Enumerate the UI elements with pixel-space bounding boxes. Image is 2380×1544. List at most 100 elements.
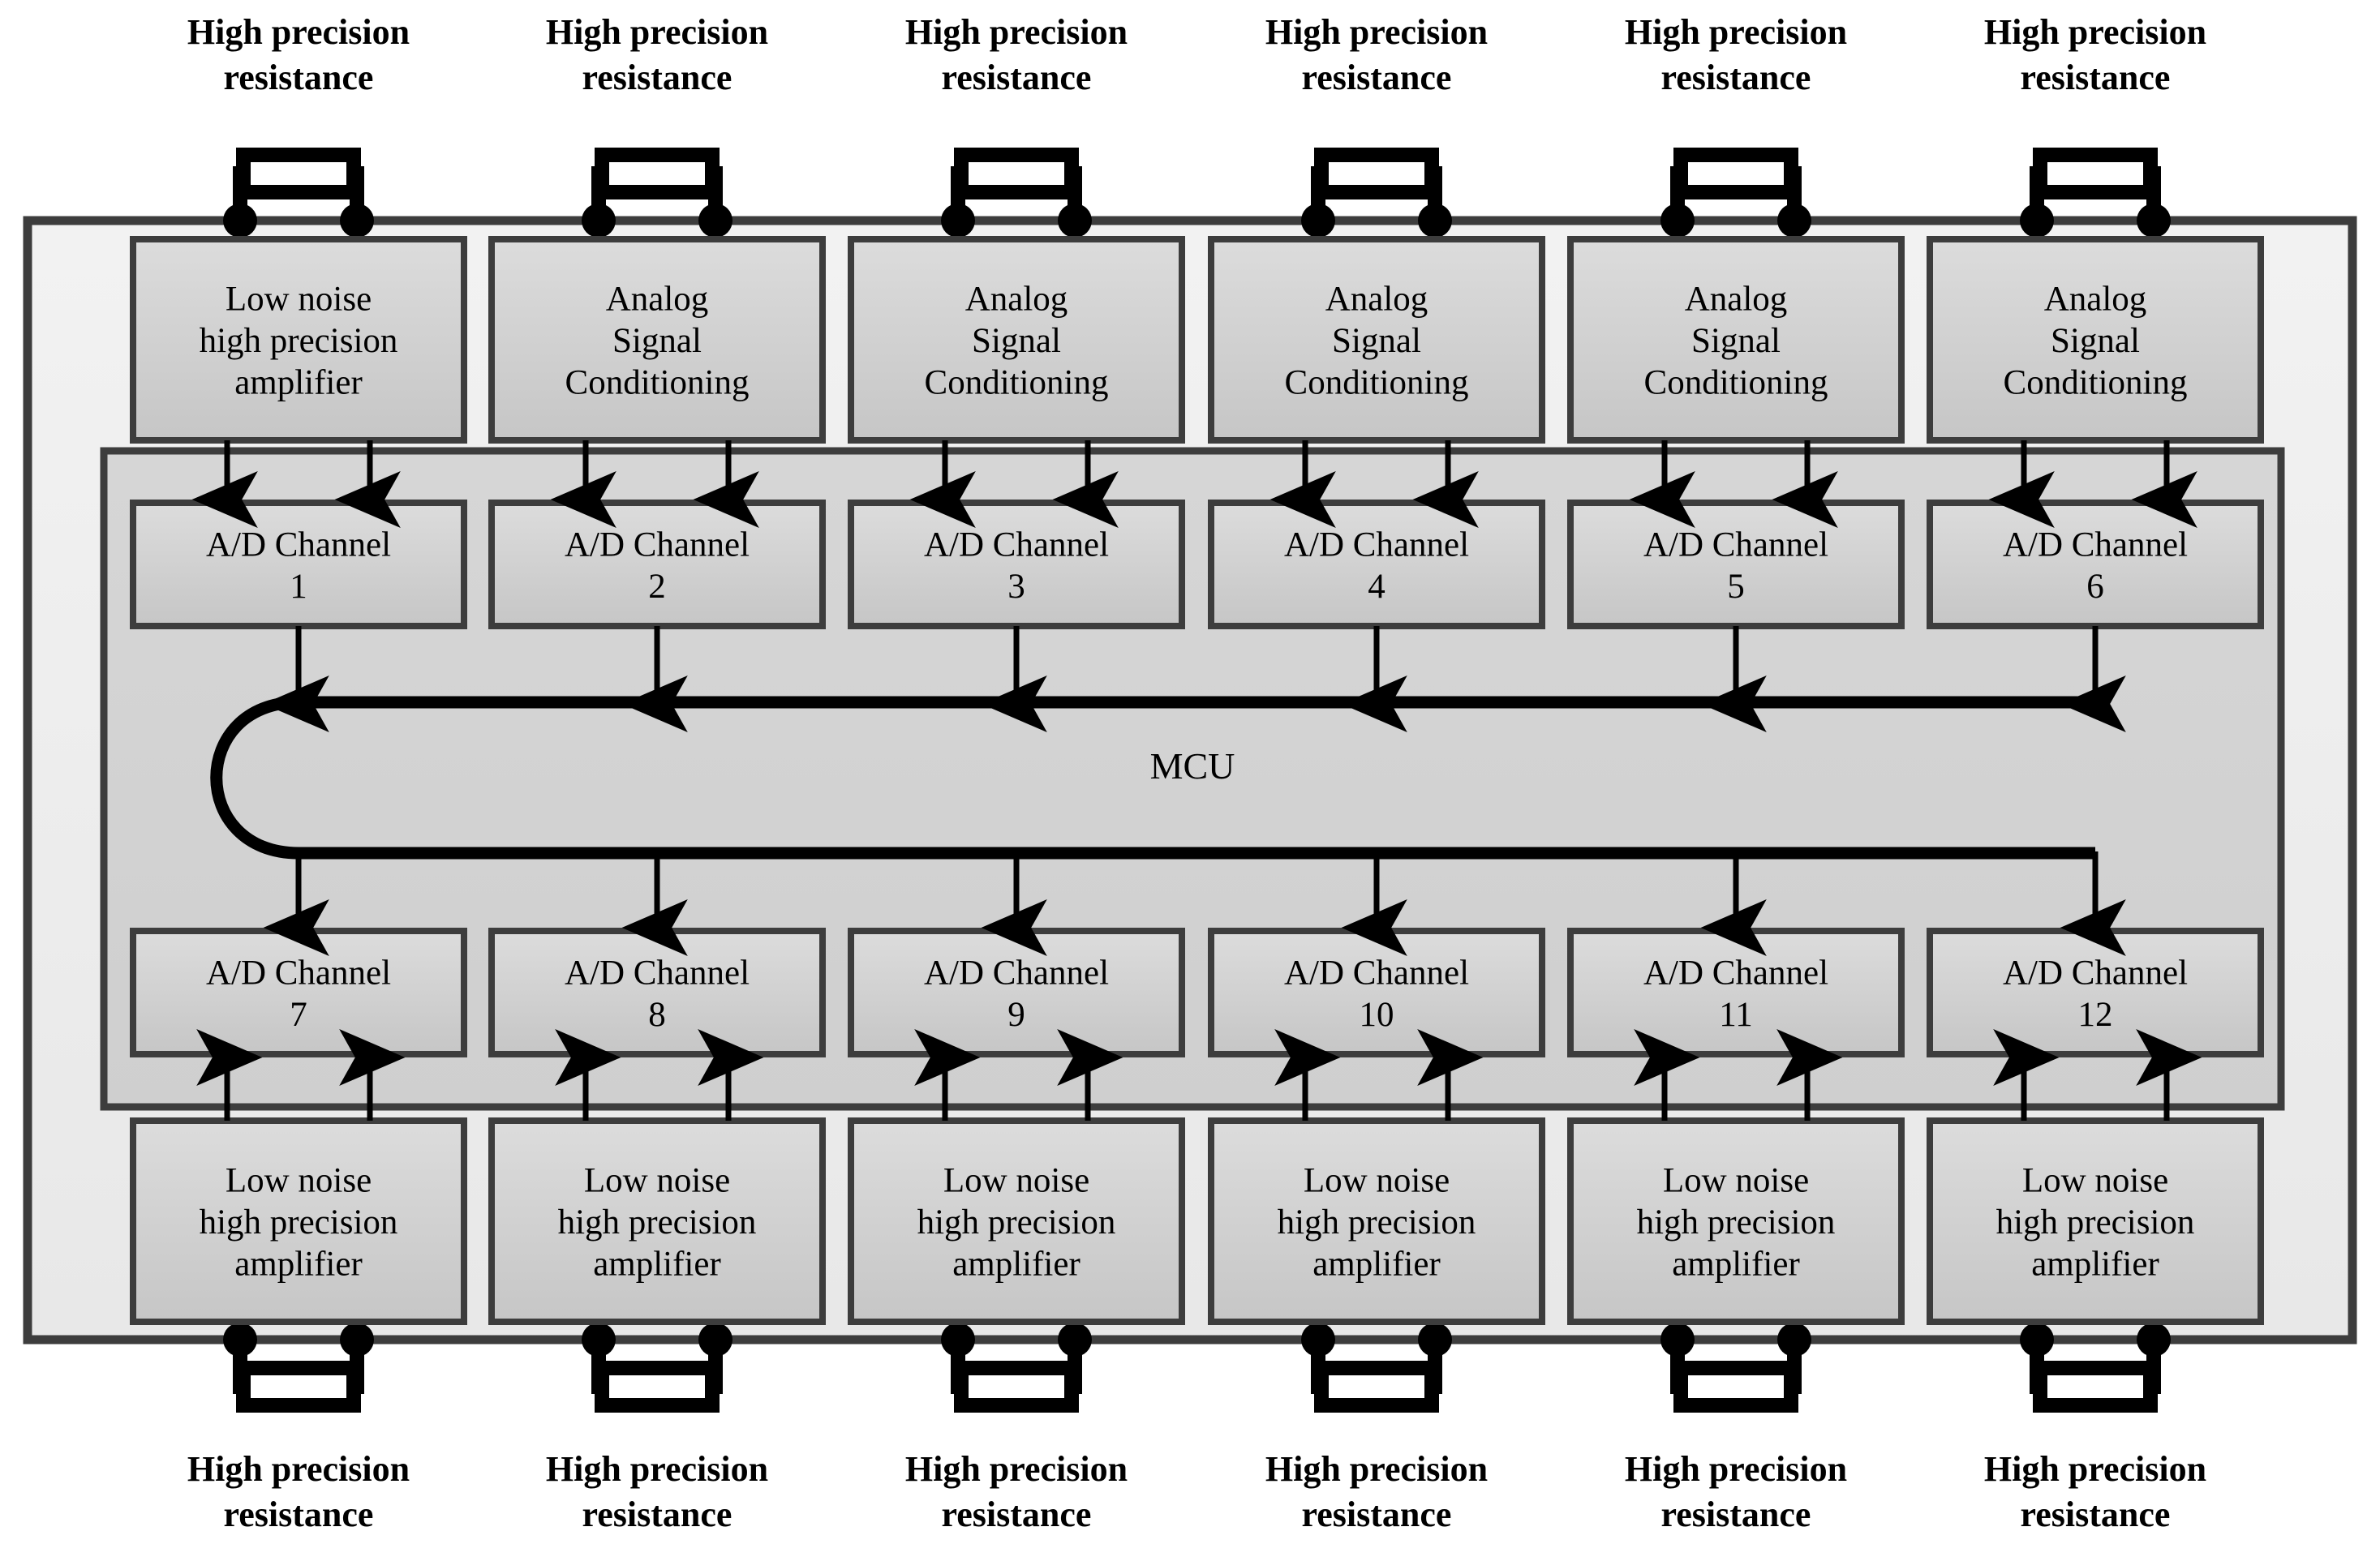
bottom-adc-block-5-line-1: 12 [2078,996,2113,1034]
bottom-front-end-block-1 [488,1117,826,1325]
bottom-front-end-block-1-line-2: amplifier [593,1246,721,1284]
top-front-end-block-1-line-2: Conditioning [565,364,750,402]
bottom-resistor-networks [223,1323,2171,1413]
top-resistor-networks [223,148,2171,238]
top-front-end-block-1 [488,236,826,444]
bottom-adc-block-5-line-0: A/D Channel [2003,954,2188,992]
top-front-end-block-5-line-1: Signal [2051,322,2140,360]
top-front-end-block-4-line-0: Analog [1685,280,1788,318]
bottom-resistance-label-4-line-0: High precision [1625,1449,1847,1489]
bottom-resistance-label-0-line-0: High precision [187,1449,410,1489]
top-resistance-label-0-line-0: High precision [187,12,410,52]
top-resistor-symbol-1 [595,148,720,199]
bottom-front-end-block-2-line-2: amplifier [952,1246,1080,1284]
top-resistance-label-1-line-1: resistance [582,58,732,97]
bottom-resistance-label-2-line-0: High precision [905,1449,1128,1489]
top-adc-block-4-line-1: 5 [1727,568,1745,606]
top-resistance-label-4-line-1: resistance [1661,58,1811,97]
top-front-end-block-3-line-1: Signal [1332,322,1421,360]
top-resistance-label-0-line-1: resistance [224,58,374,97]
top-resistance-label-4-line-0: High precision [1625,12,1847,52]
top-front-end-block-3-line-2: Conditioning [1285,364,1469,402]
top-front-end-block-5-line-0: Analog [2044,280,2147,318]
top-front-end-block-5-line-2: Conditioning [2004,364,2188,402]
bottom-resistor-symbol-4 [1673,1361,1798,1413]
top-adc-block-5-line-0: A/D Channel [2003,525,2188,564]
top-adc-block-4 [1567,500,1905,629]
top-resistance-label-2-line-0: High precision [905,12,1128,52]
bottom-adc-block-3-line-1: 10 [1360,996,1394,1034]
bottom-resistance-label-1-line-1: resistance [582,1495,732,1534]
top-front-end-block-3 [1208,236,1545,444]
top-front-end-block-0-line-2: amplifier [234,364,363,402]
top-resistor-symbol-0 [236,148,361,199]
bottom-front-end-block-5 [1927,1117,2264,1325]
bottom-front-end-block-0-line-0: Low noise [226,1161,372,1199]
signal-arrows-group [191,440,2202,1121]
bottom-front-end-block-3-line-2: amplifier [1312,1246,1441,1284]
bottom-adc-block-0-line-0: A/D Channel [206,954,391,992]
top-front-end-block-2-line-1: Signal [972,322,1061,360]
bottom-front-end-block-5-line-2: amplifier [2031,1246,2159,1284]
top-front-end-block-1-line-1: Signal [612,322,702,360]
bottom-front-end-block-3 [1208,1117,1545,1325]
bottom-resistance-label-3-line-1: resistance [1302,1495,1452,1534]
bottom-adc-block-4 [1567,928,1905,1057]
bottom-front-end-block-0-line-2: amplifier [234,1246,363,1284]
top-resistor-symbol-4 [1673,148,1798,199]
top-front-end-block-1-line-0: Analog [606,280,709,318]
bottom-front-end-block-1-line-1: high precision [558,1203,757,1242]
top-front-end-block-4 [1567,236,1905,444]
top-front-end-block-5 [1927,236,2264,444]
bottom-front-end-block-3-line-1: high precision [1278,1203,1476,1242]
bottom-resistance-label-4-line-1: resistance [1661,1495,1811,1534]
top-front-end-block-2 [848,236,1185,444]
bottom-front-end-block-2 [848,1117,1185,1325]
bottom-resistor-symbol-3 [1314,1361,1439,1413]
top-front-end-block-row: Low noise high precision amplifier AnalogSi… [130,236,2264,444]
top-front-end-block-0-line-0: Low noise [226,280,372,318]
top-resistor-symbol-3 [1314,148,1439,199]
top-resistance-label-5-line-1: resistance [2021,58,2171,97]
bottom-adc-block-4-line-0: A/D Channel [1643,954,1828,992]
top-front-end-block-0 [130,236,467,444]
top-front-end-block-0-line-1: high precision [200,322,398,360]
top-adc-block-1-line-0: A/D Channel [565,525,750,564]
top-resistance-label-3-line-0: High precision [1265,12,1488,52]
top-adc-block-5-line-1: 6 [2086,568,2104,606]
top-adc-block-3-line-1: 4 [1368,568,1385,606]
bottom-adc-block-1-line-1: 8 [648,996,666,1034]
top-adc-block-4-line-0: A/D Channel [1643,525,1828,564]
top-resistance-label-3-line-1: resistance [1302,58,1452,97]
bottom-adc-block-3-line-0: A/D Channel [1284,954,1469,992]
bottom-resistance-label-1-line-0: High precision [546,1449,768,1489]
bottom-adc-block-0-line-1: 7 [290,996,307,1034]
bottom-front-end-block-5-line-1: high precision [1996,1203,2195,1242]
bottom-resistance-label-3-line-0: High precision [1265,1449,1488,1489]
top-adc-block-5 [1927,500,2264,629]
bottom-front-end-block-3-line-0: Low noise [1304,1161,1450,1199]
bottom-front-end-block-4-line-2: amplifier [1672,1246,1800,1284]
bottom-front-end-block-row: Low noise high precision amplifier Low nois… [130,1117,2264,1325]
top-adc-block-2-line-0: A/D Channel [924,525,1109,564]
top-adc-block-1 [488,500,826,629]
top-adc-block-2 [848,500,1185,629]
bottom-adc-block-2-line-0: A/D Channel [924,954,1109,992]
bottom-adc-block-5 [1927,928,2264,1057]
bottom-resistance-label-5-line-0: High precision [1984,1449,2206,1489]
bottom-front-end-block-5-line-0: Low noise [2022,1161,2168,1199]
bottom-adc-block-1-line-0: A/D Channel [565,954,750,992]
top-resistance-label-1-line-0: High precision [546,12,768,52]
bottom-front-end-block-2-line-1: high precision [917,1203,1116,1242]
top-resistance-label-2-line-1: resistance [942,58,1092,97]
bottom-front-end-block-0 [130,1117,467,1325]
top-adc-block-0-line-1: 1 [290,568,307,606]
bottom-adc-block-1 [488,928,826,1057]
bottom-resistor-symbol-0 [236,1361,361,1413]
top-resistance-label-5-line-0: High precision [1984,12,2206,52]
top-resistor-symbol-2 [954,148,1079,199]
